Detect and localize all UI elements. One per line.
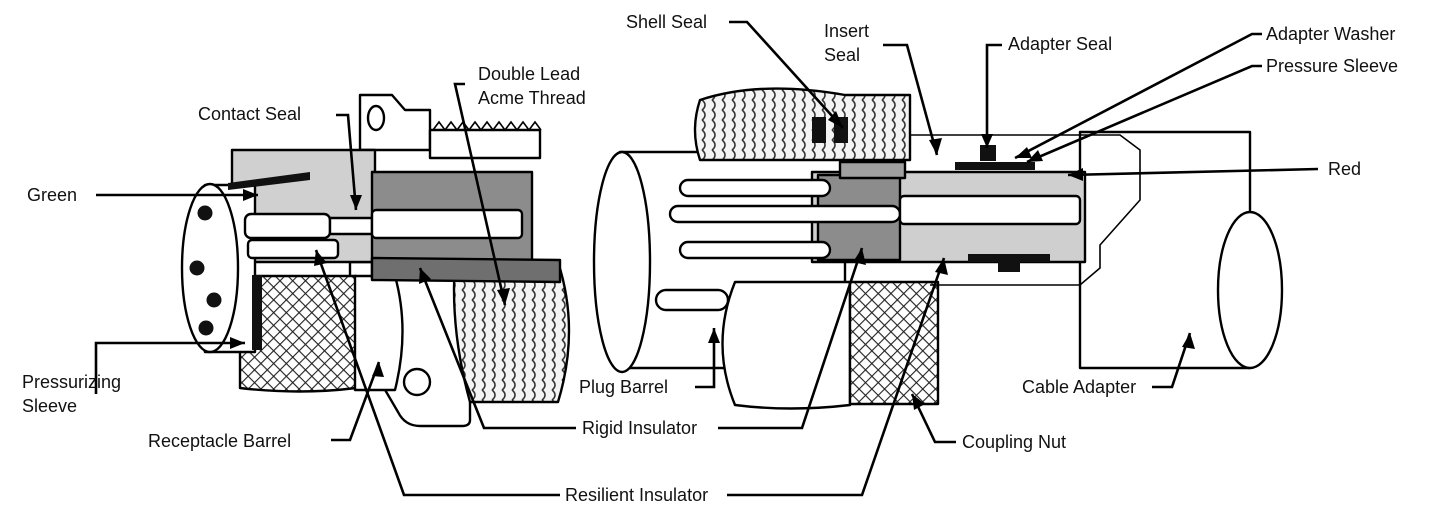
leader-resilient-insulator-left — [314, 249, 560, 497]
pressurizing-sleeve-strip — [252, 275, 262, 350]
receptacle-assembly — [180, 93, 571, 428]
arrow-coupling-nut — [912, 394, 925, 410]
label-coupling-nut: Coupling Nut — [962, 432, 1066, 452]
leader-double-lead — [453, 82, 507, 306]
leader-cable-adapter — [1152, 332, 1192, 389]
arrow-green — [243, 189, 258, 201]
plug-socket — [898, 194, 1082, 226]
arrow-adapter-washer — [1015, 147, 1032, 158]
arrow-receptacle-barrel — [372, 362, 384, 377]
plug-barrel-slot — [654, 288, 730, 312]
receptacle-contact-neck — [328, 216, 374, 236]
label-adapter-seal: Adapter Seal — [1008, 34, 1112, 54]
cable-adapter-end — [1216, 210, 1284, 370]
label-plug-barrel: Plug Barrel — [579, 377, 668, 397]
contact-hole-4 — [198, 320, 214, 336]
plug-pin-2 — [668, 204, 902, 224]
top-thread-body — [428, 128, 542, 160]
arrow-rigid-insulator-right — [853, 248, 866, 265]
leader-lines — [94, 20, 1319, 497]
receptacle-contact-2 — [246, 238, 340, 260]
arrow-red — [1068, 168, 1083, 181]
plug-assembly — [592, 87, 1284, 410]
leader-pressure-sleeve — [1026, 64, 1262, 164]
leader-red — [1067, 167, 1319, 177]
receptacle-front-ellipse — [180, 182, 240, 354]
leader-resilient-insulator-right — [727, 257, 946, 497]
label-resilient-insulator: Resilient Insulator — [565, 485, 708, 505]
contact-hole-3 — [206, 292, 222, 308]
shell-seal-block-1 — [812, 117, 826, 143]
label-cable-adapter: Cable Adapter — [1022, 377, 1136, 397]
leader-shell-seal — [729, 20, 844, 129]
top-flange-hole — [366, 104, 386, 132]
arrow-pressurizing-sleeve — [230, 337, 245, 349]
label-double-lead-line1: Double Lead — [478, 64, 580, 84]
contact-hole-1 — [197, 205, 213, 221]
flange-hole — [402, 367, 432, 397]
contact-hole-2 — [189, 260, 205, 276]
acme-thread-barrel — [452, 260, 571, 404]
coupling-nut-knurl — [848, 280, 940, 406]
leader-rigid-insulator-right — [718, 247, 864, 430]
arrowheads — [230, 111, 1195, 410]
receptacle-contact-pin — [243, 212, 332, 240]
leader-adapter-washer — [1014, 32, 1262, 160]
label-adapter-washer: Adapter Washer — [1266, 24, 1395, 44]
arrow-resilient-insulator-right — [935, 258, 948, 275]
green-seal-strip — [228, 172, 310, 190]
receptacle-socket — [370, 208, 524, 240]
rigid-insulator-base — [370, 256, 562, 284]
label-green: Green — [27, 185, 77, 205]
arrow-insert-seal — [929, 138, 942, 155]
top-thread-teeth — [432, 120, 542, 132]
leader-adapter-seal — [985, 43, 1002, 148]
leader-rigid-insulator-left — [418, 267, 576, 430]
plug-barrel-front — [592, 150, 652, 374]
label-insert-seal-line1: Insert — [824, 21, 869, 41]
arrow-adapter-seal — [981, 134, 993, 148]
leader-plug-barrel — [695, 328, 716, 389]
lower-seal-strip — [968, 254, 1050, 272]
cable-adapter-outline — [910, 134, 1141, 286]
arrow-cable-adapter — [1182, 333, 1195, 349]
label-receptacle-barrel: Receptacle Barrel — [148, 431, 291, 451]
leader-coupling-nut — [910, 393, 956, 444]
arrow-resilient-insulator-left — [314, 250, 327, 266]
label-contact-seal: Contact Seal — [198, 104, 301, 124]
receptacle-barrel-face — [353, 274, 404, 392]
adapter-seal-block — [980, 145, 996, 161]
label-pressure-sleeve: Pressure Sleeve — [1266, 56, 1398, 76]
label-shell-seal: Shell Seal — [626, 12, 707, 32]
arrow-pressure-sleeve — [1027, 150, 1043, 162]
label-double-lead-line2: Acme Thread — [478, 88, 586, 108]
arrow-plug-barrel — [708, 328, 720, 343]
pressure-sleeve-strip — [955, 162, 1035, 170]
leader-contact-seal — [336, 113, 358, 211]
shell-thread — [693, 87, 912, 162]
label-insert-seal-line2: Seal — [824, 45, 860, 65]
label-pressurizing-sleeve-line2: Sleeve — [22, 396, 77, 416]
label-rigid-insulator: Rigid Insulator — [582, 418, 697, 438]
leader-insert-seal — [883, 43, 939, 156]
leader-receptacle-barrel — [331, 361, 381, 442]
arrow-double-lead — [497, 288, 510, 305]
callout-labels: Shell Seal Insert Seal Adapter Seal Adap… — [22, 12, 1398, 505]
leader-pressurizing-sleeve — [94, 341, 245, 394]
arrow-rigid-insulator-left — [419, 268, 431, 284]
insert-seal-ring — [838, 160, 907, 180]
label-pressurizing-sleeve-line1: Pressurizing — [22, 372, 121, 392]
arrow-shell-seal — [828, 111, 843, 128]
plug-pin-1 — [678, 178, 832, 198]
arrow-contact-seal — [350, 195, 362, 210]
label-red: Red — [1328, 159, 1361, 179]
plug-pin-3 — [678, 240, 832, 260]
